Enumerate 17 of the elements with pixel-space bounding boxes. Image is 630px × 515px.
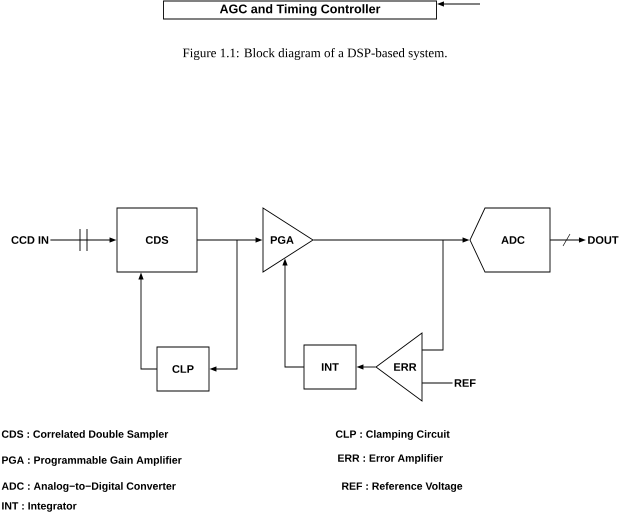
block-box: CDS [116, 208, 198, 272]
abbreviation-note: INT : Integrator [2, 502, 77, 512]
output-label: DOUT [588, 236, 618, 244]
converter-block: ADC [470, 208, 550, 272]
abbreviation-note: CDS : Correlated Double Sampler [2, 430, 168, 440]
abbreviation-note: CLP : Clamping Circuit [336, 430, 450, 440]
input-label: CCD IN [12, 236, 48, 244]
controller-box: AGC and Timing Controller [163, 0, 437, 20]
block-box: CLP [156, 346, 210, 392]
block-box: INT [304, 344, 356, 390]
input-label: REF [454, 379, 476, 387]
abbreviation-note: PGA : Programmable Gain Amplifier [2, 456, 182, 466]
abbreviation-note: ADC : Analog−to−Digital Converter [2, 482, 176, 492]
abbreviation-note: REF : Reference Voltage [342, 482, 462, 492]
abbreviation-note: ERR : Error Amplifier [338, 454, 443, 464]
figure-caption: Figure 1.1: Block diagram of a DSP-based system. [182, 48, 447, 60]
arrow [197, 240, 238, 372]
